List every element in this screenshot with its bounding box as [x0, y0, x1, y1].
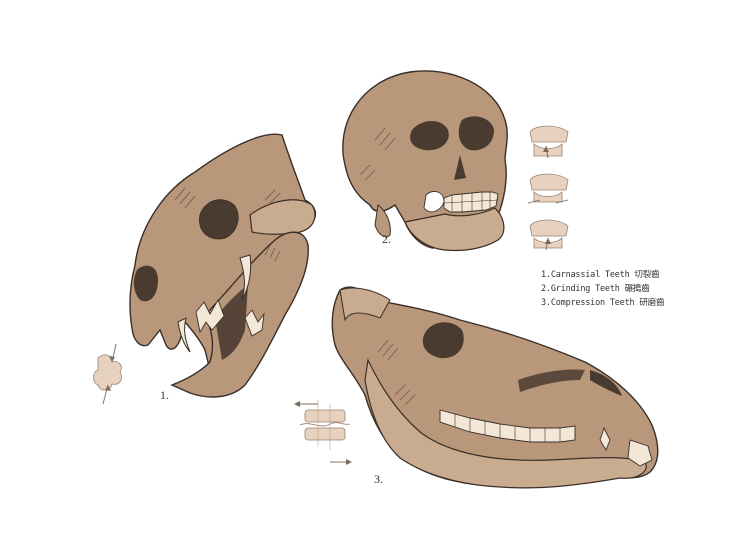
tooth-detail-2 — [528, 174, 568, 203]
legend-item-grinding: 2.Grinding Teeth 碾搗齒 — [541, 282, 664, 296]
human-skull-illustration — [343, 71, 507, 251]
label-horse: 3. — [374, 472, 383, 487]
tooth-detail-1 — [530, 126, 568, 158]
horse-skull-illustration — [332, 287, 657, 488]
carnivore-skull-illustration — [130, 134, 316, 397]
compression-detail-icon — [294, 400, 352, 465]
legend-item-compression: 3.Compression Teeth 研磨齒 — [541, 296, 664, 310]
carnivore-orbit — [200, 200, 239, 239]
label-human: 2. — [382, 232, 391, 247]
carnassial-detail-icon — [94, 344, 122, 404]
grinding-detail-icons — [528, 126, 568, 250]
teeth-legend: 1.Carnassial Teeth 切裂齒 2.Grinding Teeth … — [541, 268, 664, 310]
tooth-detail-3 — [530, 220, 568, 250]
legend-item-carnassial: 1.Carnassial Teeth 切裂齒 — [541, 268, 664, 282]
label-carnivore: 1. — [160, 388, 169, 403]
